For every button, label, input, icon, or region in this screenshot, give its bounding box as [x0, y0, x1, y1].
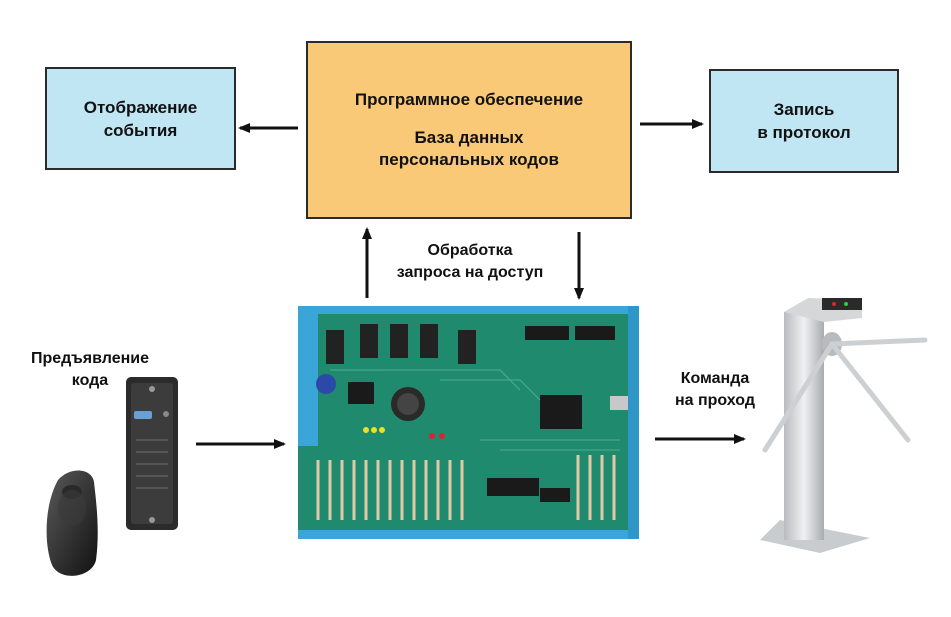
database-title-line2: персональных кодов: [379, 150, 559, 169]
key-fob-icon: [46, 470, 98, 576]
log-record-line1: Запись: [773, 100, 835, 119]
display-event-line2: события: [103, 120, 178, 140]
request-processing-line2: запроса на доступ: [396, 264, 544, 281]
code-presentation-label: Предъявление кода: [5, 348, 175, 392]
arrows: [196, 119, 746, 449]
pass-command-line1: Команда: [680, 370, 750, 387]
software-title: Программное обеспечение: [354, 90, 584, 109]
pass-command-line2: на проход: [674, 392, 756, 409]
database-title-line1: База данных: [414, 128, 524, 147]
log-record-box: Запись в протокол: [709, 69, 899, 173]
log-record-line2: в протокол: [757, 123, 851, 142]
controller-board-icon: [298, 306, 639, 539]
request-processing-line1: Обработка: [427, 242, 513, 259]
code-presentation-line1: Предъявление: [31, 350, 149, 367]
display-event-line1: Отображение: [83, 97, 198, 117]
card-reader-icon: [126, 377, 178, 530]
software-database-box: Программное обеспечение База данных перс…: [306, 41, 632, 219]
pass-command-label: Команда на проход: [650, 368, 780, 412]
request-processing-label: Обработка запроса на доступ: [370, 240, 570, 284]
turnstile-icon: [760, 298, 928, 553]
code-presentation-line2: кода: [71, 372, 109, 389]
display-event-box: Отображение события: [45, 67, 236, 170]
